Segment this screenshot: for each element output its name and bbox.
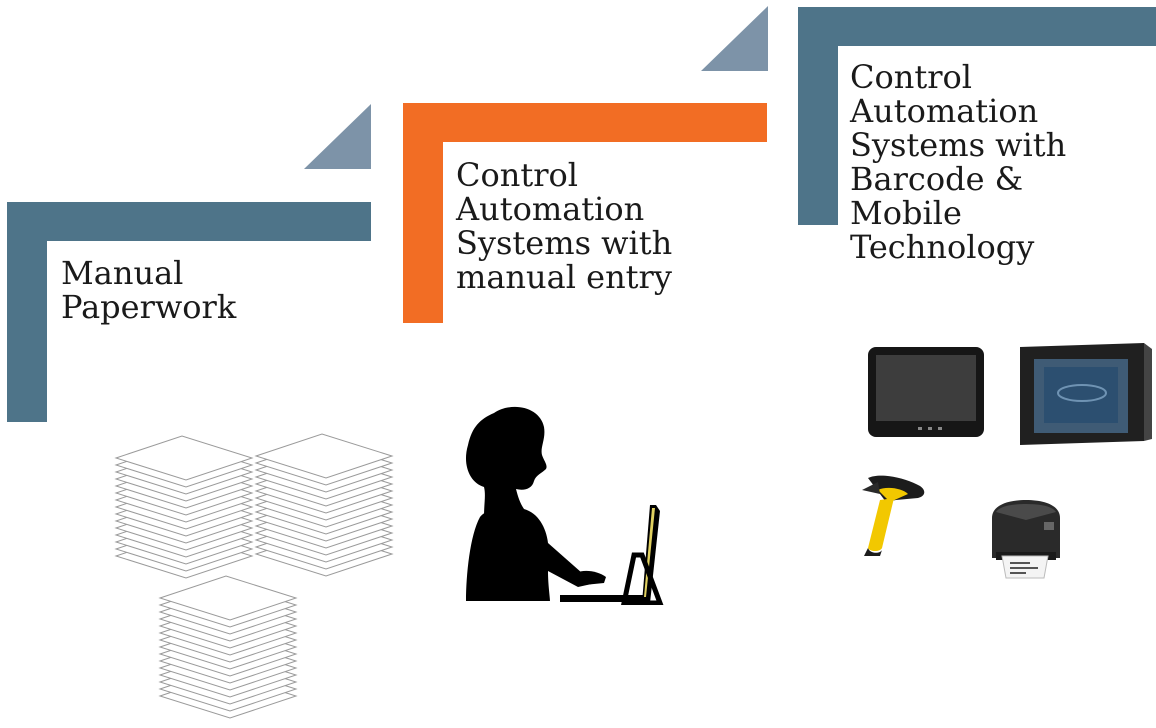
step3-side-bar — [798, 7, 838, 225]
step2-arrow-triangle — [701, 6, 768, 71]
tablet-illustration — [868, 347, 984, 437]
step1-side-bar — [7, 202, 47, 422]
panel-pc-illustration — [1020, 343, 1152, 445]
paper-stacks-illustration — [115, 433, 393, 719]
label-printer-illustration — [992, 500, 1060, 579]
step2-top-bar — [403, 103, 767, 142]
barcode-scanner-illustration — [862, 475, 925, 556]
paper-stack-2 — [255, 433, 393, 577]
step2-label: Control Automation Systems with manual e… — [456, 156, 673, 296]
step2-side-bar — [403, 103, 443, 323]
step1-arrow-triangle — [304, 104, 371, 169]
paper-stack-1 — [115, 435, 253, 579]
step1-top-bar — [7, 202, 371, 241]
step1-label: Manual Paperwork — [61, 254, 237, 326]
person-at-computer-illustration — [465, 406, 664, 605]
step3-top-bar — [798, 7, 1156, 46]
step3-label: Control Automation Systems with Barcode … — [850, 58, 1067, 266]
paper-stack-3 — [159, 575, 297, 719]
